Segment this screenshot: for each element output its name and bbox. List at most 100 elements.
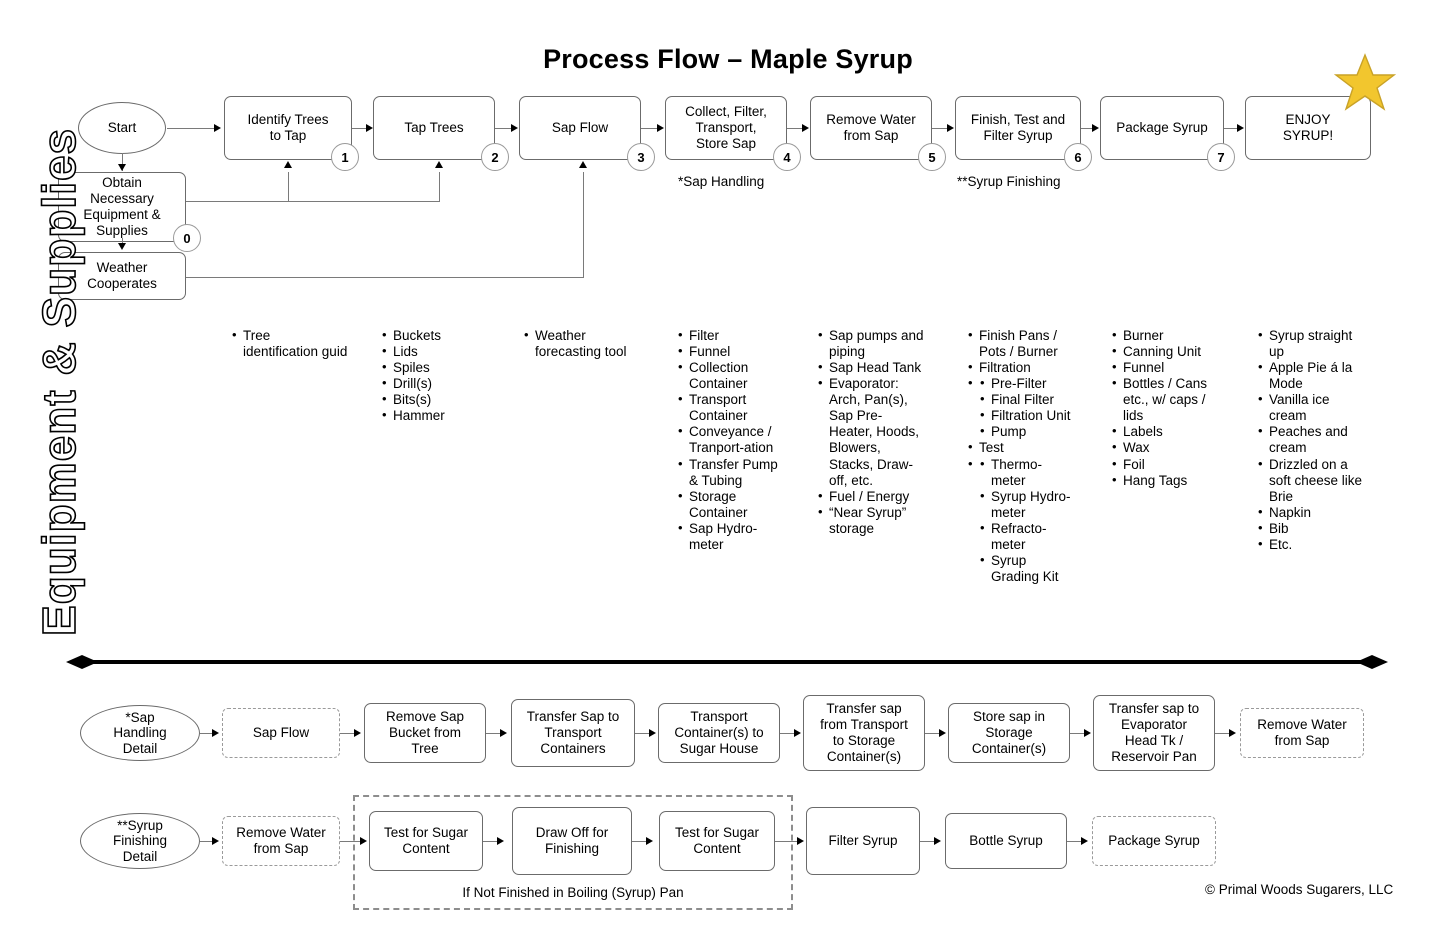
prereq-number: 0 (173, 224, 201, 252)
sap-handling-start-node: *Sap Handling Detail (80, 705, 200, 761)
sap-handling-step-6[interactable]: Store sap in Storage Container(s) (948, 703, 1070, 763)
equipment-sublist-test: Thermo-meter Syrup Hydro-meter Refracto-… (980, 455, 1072, 586)
list-item: Test (968, 439, 1072, 456)
sap-handling-step-3[interactable]: Transfer Sap to Transport Containers (511, 699, 635, 767)
list-item: Drill(s) (382, 375, 498, 392)
flow-step-6-number: 6 (1064, 143, 1092, 171)
connector-sh-7 (1215, 733, 1231, 734)
connector-start-to-step1 (167, 128, 215, 129)
list-item: Sap Hydro-meter (678, 520, 782, 553)
equipment-list-4: Filter Funnel Collection Container Trans… (678, 327, 782, 553)
equipment-list-1: Tree identification guid (232, 327, 348, 360)
sap-handling-step-3-label: Transfer Sap to Transport Containers (526, 709, 620, 756)
prereq-number-label: 0 (183, 230, 191, 246)
list-item: Collection Container (678, 359, 782, 392)
flow-step-6-label: Finish, Test and Filter Syrup (970, 112, 1066, 143)
arrowhead-sh-4 (794, 729, 801, 737)
arrowhead-sh-6 (1084, 729, 1091, 737)
connector-step3-step4 (641, 128, 659, 129)
syrup-finishing-step-3[interactable]: Draw Off for Finishing (512, 807, 632, 875)
list-item: Apple Pie á la Mode (1258, 359, 1368, 392)
arrowhead-sf-5 (934, 837, 941, 845)
list-item: Foil (1112, 455, 1222, 473)
syrup-finishing-step-1[interactable]: Remove Water from Sap (222, 816, 340, 866)
arrowhead-sh-5 (939, 729, 946, 737)
connector-step7-enjoy (1224, 128, 1238, 129)
equipment-list-2: Buckets Lids Spiles Drill(s) Bits(s) Ham… (382, 327, 498, 424)
arrowhead-sh-1 (354, 729, 361, 737)
flow-step-2[interactable]: Tap Trees (373, 96, 495, 160)
connector-weather-to-step3 (583, 172, 584, 278)
sap-handling-step-5[interactable]: Transfer sap from Transport to Storage C… (803, 695, 925, 771)
copyright-notice: © Primal Woods Sugarers, LLC (1205, 882, 1394, 897)
flow-step-4[interactable]: Collect, Filter, Transport, Store Sap (665, 96, 787, 160)
flow-step-3[interactable]: Sap Flow (519, 96, 641, 160)
equipment-sublist-test-wrap: Thermo-meter Syrup Hydro-meter Refracto-… (968, 455, 1072, 586)
flow-step-1-label: Identify Trees to Tap (247, 112, 329, 143)
equipment-column-4: Filter Funnel Collection Container Trans… (678, 327, 782, 553)
flow-step-5[interactable]: Remove Water from Sap (810, 96, 932, 160)
equipment-column-2: Buckets Lids Spiles Drill(s) Bits(s) Ham… (382, 327, 498, 424)
sap-handling-step-4[interactable]: Transport Container(s) to Sugar House (658, 703, 780, 763)
list-item: Pre-Filter (980, 375, 1072, 392)
syrup-finishing-start-node: **Syrup Finishing Detail (80, 813, 200, 869)
flow-step-3-number-label: 3 (637, 149, 645, 165)
sap-handling-start-label: *Sap Handling Detail (113, 709, 167, 756)
flow-step-7[interactable]: Package Syrup (1100, 96, 1224, 160)
prereq-weather-box[interactable]: Weather Cooperates (58, 252, 186, 300)
prereq-equipment-label: Obtain Necessary Equipment & Supplies (83, 175, 161, 238)
prereq-weather-label: Weather Cooperates (87, 260, 157, 291)
flow-step-6[interactable]: Finish, Test and Filter Syrup (955, 96, 1081, 160)
arrowhead-sf-1 (360, 837, 367, 845)
list-item: “Near Syrup” storage (818, 504, 924, 537)
syrup-finishing-step-3-label: Draw Off for Finishing (535, 825, 609, 856)
syrup-finishing-step-2[interactable]: Test for Sugar Content (369, 811, 483, 871)
sap-handling-step-1[interactable]: Sap Flow (222, 708, 340, 758)
list-item: Evaporator: Arch, Pan(s), Sap Pre-Heater… (818, 375, 924, 488)
equipment-column-1: Tree identification guid (232, 327, 348, 360)
list-item: Filtration (968, 359, 1072, 376)
list-item: Refracto-meter (980, 520, 1072, 553)
syrup-finishing-step-6[interactable]: Bottle Syrup (945, 813, 1067, 869)
sap-handling-step-2[interactable]: Remove Sap Bucket from Tree (364, 703, 486, 763)
connector-obtain-to-weather (122, 238, 123, 246)
sap-handling-step-7[interactable]: Transfer sap to Evaporator Head Tk / Res… (1093, 695, 1215, 771)
flow-step-2-number-label: 2 (491, 149, 499, 165)
list-item: Hang Tags (1112, 472, 1222, 489)
equipment-list-6: Finish Pans / Pots / Burner Filtration P… (968, 327, 1072, 586)
sap-handling-step-2-label: Remove Sap Bucket from Tree (385, 709, 465, 756)
syrup-finishing-step-4[interactable]: Test for Sugar Content (659, 811, 775, 871)
optional-finishing-enclosure-label: If Not Finished in Boiling (Syrup) Pan (462, 885, 684, 900)
arrowhead-start-to-step1 (214, 124, 221, 132)
flow-step-1[interactable]: Identify Trees to Tap (224, 96, 352, 160)
arrowhead-step5-step6 (947, 124, 954, 132)
list-item: Tree identification guid (232, 327, 348, 360)
arrowhead-weather-to-step3 (579, 161, 587, 168)
sap-handling-step-7-label: Transfer sap to Evaporator Head Tk / Res… (1108, 701, 1200, 764)
equipment-sublist-filtration-wrap: Pre-Filter Final Filter Filtration Unit … (968, 375, 1072, 440)
list-item: Pump (980, 423, 1072, 440)
syrup-finishing-step-7[interactable]: Package Syrup (1092, 816, 1216, 866)
list-item: Conveyance / Tranport-ation (678, 423, 782, 456)
list-item: Lids (382, 343, 498, 360)
equipment-column-7: Burner Canning Unit Funnel Bottles / Can… (1112, 327, 1222, 489)
arrowhead-step6-step7 (1092, 124, 1099, 132)
connector-sh-2 (486, 733, 502, 734)
flow-step-4-number-label: 4 (783, 149, 791, 165)
flow-step-3-number: 3 (627, 143, 655, 171)
arrowhead-obtain-to-step1 (284, 161, 292, 168)
sap-handling-step-8[interactable]: Remove Water from Sap (1240, 708, 1364, 758)
connector-weather-branch (186, 277, 584, 278)
list-item: Sap pumps and piping (818, 327, 924, 360)
equipment-sublist-filtration: Pre-Filter Final Filter Filtration Unit … (980, 375, 1072, 440)
flow-step-7-label: Package Syrup (1116, 120, 1208, 136)
arrowhead-sh-0 (212, 729, 219, 737)
connector-sh-6 (1070, 733, 1086, 734)
syrup-finishing-step-5[interactable]: Filter Syrup (806, 807, 920, 875)
syrup-finishing-step-1-label: Remove Water from Sap (236, 825, 326, 856)
star-icon (1334, 53, 1396, 111)
list-item: Bottles / Cans etc., w/ caps / lids (1112, 375, 1222, 424)
list-item: Filter (678, 327, 782, 344)
list-item: Funnel (1112, 359, 1222, 376)
